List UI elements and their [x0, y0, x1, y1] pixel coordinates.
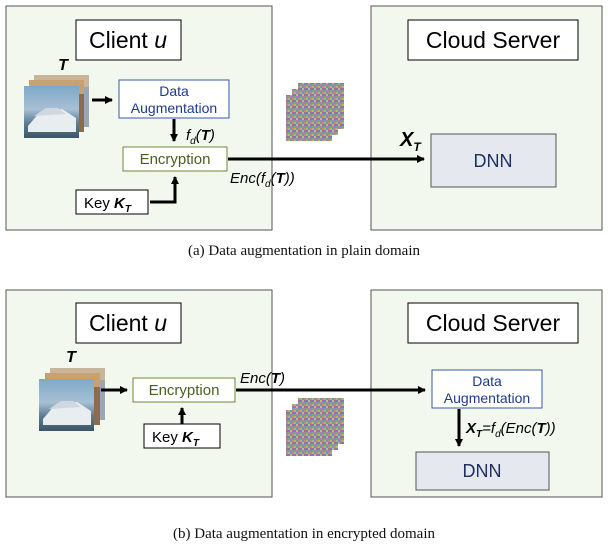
- bottom-arrows: [101, 386, 463, 447]
- key-label: Key KT: [152, 429, 200, 449]
- top-arrows: [92, 96, 425, 204]
- caption-a: (a) Data augmentation in plain domain: [187, 243, 420, 259]
- x-label: XT: [399, 129, 422, 154]
- encryption-box: [122, 146, 228, 172]
- data-augmentation-label-1: Data: [472, 373, 502, 389]
- server-title-box: [407, 302, 579, 344]
- client-title-box: [75, 19, 182, 61]
- enc-label: Enc(T): [240, 370, 285, 387]
- fd-label: fd(T): [186, 127, 215, 147]
- encrypted-image-stack-icon: [286, 398, 344, 456]
- server-title: Cloud Server: [426, 310, 561, 336]
- data-augmentation-box: [118, 79, 230, 119]
- encrypted-image-stack-icon: [286, 83, 344, 141]
- server-title-box: [407, 19, 579, 61]
- caption-b: (b) Data augmentation in encrypted domai…: [173, 526, 435, 542]
- client-title-box: [75, 302, 182, 344]
- input-label: T: [58, 57, 69, 74]
- data-augmentation-label-2: Augmentation: [444, 390, 530, 406]
- data-augmentation-label-2: Augmentation: [131, 100, 217, 116]
- client-title: Client u: [89, 27, 167, 53]
- dnn-box: [415, 451, 550, 491]
- arrow-key-to-encryption: [150, 176, 179, 204]
- image-stack-icon: [39, 368, 105, 431]
- dnn-box: [430, 133, 557, 188]
- dnn-label: DNN: [463, 461, 502, 481]
- client-title: Client u: [89, 310, 167, 336]
- dnn-label: DNN: [474, 151, 513, 171]
- encryption-box: [132, 377, 236, 403]
- encryption-label: Encryption: [149, 382, 220, 399]
- server-title: Cloud Server: [426, 27, 561, 53]
- x-equation-label: XT=fd(Enc(T)): [465, 420, 556, 440]
- data-augmentation-box: [431, 369, 543, 409]
- enc-label: Enc(fd(T)): [230, 170, 295, 190]
- key-label: Key KT: [84, 195, 132, 215]
- key-box: [75, 189, 149, 215]
- encryption-label: Encryption: [140, 151, 211, 168]
- key-box: [143, 423, 221, 449]
- image-stack-icon: [24, 75, 89, 138]
- data-augmentation-label-1: Data: [159, 83, 189, 99]
- input-label: T: [66, 349, 77, 366]
